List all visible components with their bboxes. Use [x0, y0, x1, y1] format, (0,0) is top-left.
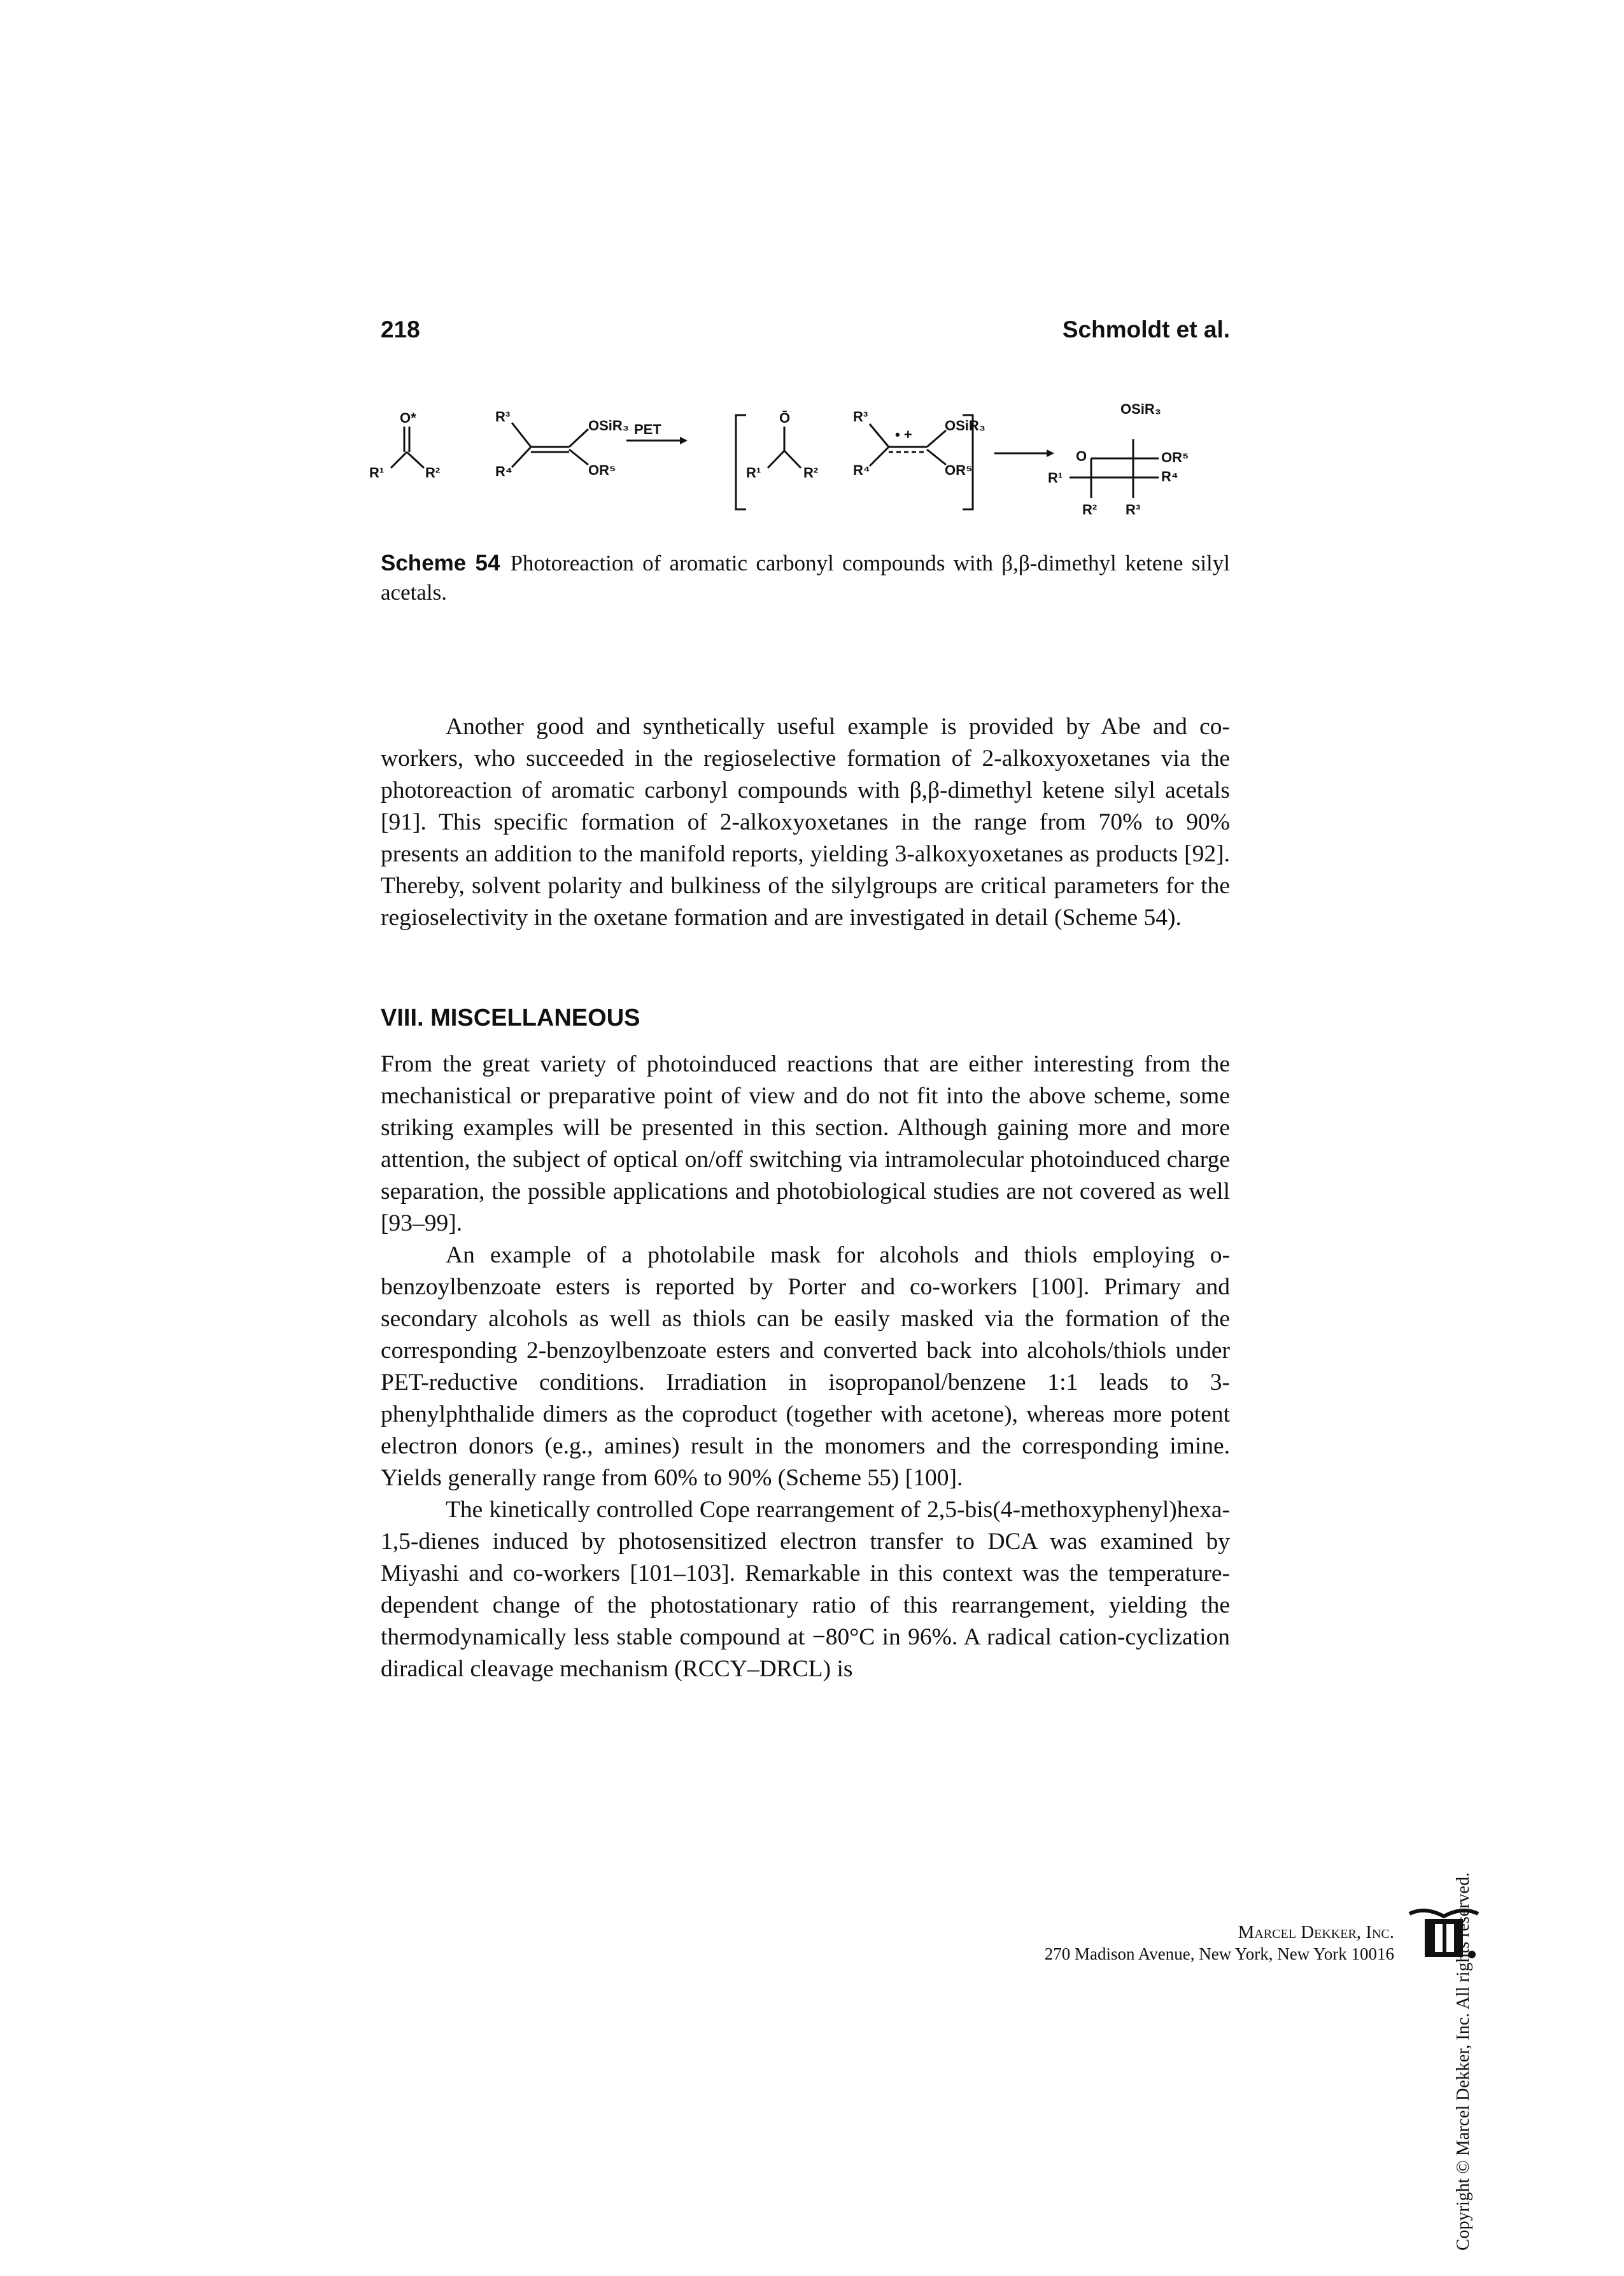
label-r2: R²	[425, 465, 440, 481]
publisher-imprint: Marcel Dekker, Inc. 270 Madison Avenue, …	[993, 1921, 1394, 1965]
paragraph: An example of a photolabile mask for alc…	[381, 1242, 1230, 1491]
paragraph: From the great variety of photoinduced r…	[381, 1051, 1230, 1236]
label-or5: OR⁵	[945, 462, 972, 478]
section-heading: VIII. MISCELLANEOUS	[381, 1005, 640, 1031]
publisher-name: Marcel Dekker, Inc.	[1238, 1922, 1394, 1942]
section-vii-body: Another good and synthetically useful ex…	[381, 711, 1230, 934]
label-r2: R²	[803, 465, 818, 481]
scheme-54-figure: O* R¹ R² R³ R⁴ OSiR₃ OR⁵ PET Ō R¹ R² R³ …	[369, 395, 1248, 541]
label-osir3: OSiR₃	[945, 418, 985, 434]
paragraph: The kinetically controlled Cope rearrang…	[381, 1497, 1230, 1682]
arrow-label-pet: PET	[634, 421, 661, 437]
running-head: Schmoldt et al.	[1062, 316, 1230, 343]
label-r1: R¹	[1048, 470, 1063, 486]
label-r3: R³	[853, 409, 868, 425]
label-r4: R⁴	[495, 463, 512, 479]
label-or5: OR⁵	[1161, 449, 1189, 465]
label-radical-plus: • +	[895, 427, 912, 442]
label-osir3: OSiR₃	[588, 418, 629, 434]
caption-text: Photoreaction of aromatic carbonyl compo…	[381, 551, 1230, 605]
label-r4: R⁴	[1161, 469, 1178, 484]
label-or5: OR⁵	[588, 462, 616, 478]
label-o: O	[1076, 448, 1087, 464]
paragraph: Another good and synthetically useful ex…	[381, 714, 1230, 931]
label-r1: R¹	[369, 465, 384, 481]
label-osir3: OSiR₃	[1120, 401, 1161, 417]
reaction-scheme: O* R¹ R² R³ R⁴ OSiR₃ OR⁵ PET Ō R¹ R² R³ …	[369, 401, 1189, 518]
label-r4: R⁴	[853, 462, 870, 478]
page-number: 218	[381, 316, 420, 343]
caption-label: Scheme 54	[381, 551, 500, 576]
label-r1: R¹	[746, 465, 761, 481]
label-r3: R³	[1126, 502, 1140, 518]
label-o-minus: Ō	[779, 410, 790, 426]
publisher-logo-icon	[1406, 1907, 1482, 1961]
label-r2: R²	[1082, 502, 1097, 518]
label-r3: R³	[495, 409, 510, 425]
label-o-star: O*	[400, 410, 416, 426]
publisher-address: 270 Madison Avenue, New York, New York 1…	[1044, 1944, 1394, 1963]
page-header: 218 Schmoldt et al.	[381, 316, 1230, 355]
section-viii-body: From the great variety of photoinduced r…	[381, 1049, 1230, 1685]
